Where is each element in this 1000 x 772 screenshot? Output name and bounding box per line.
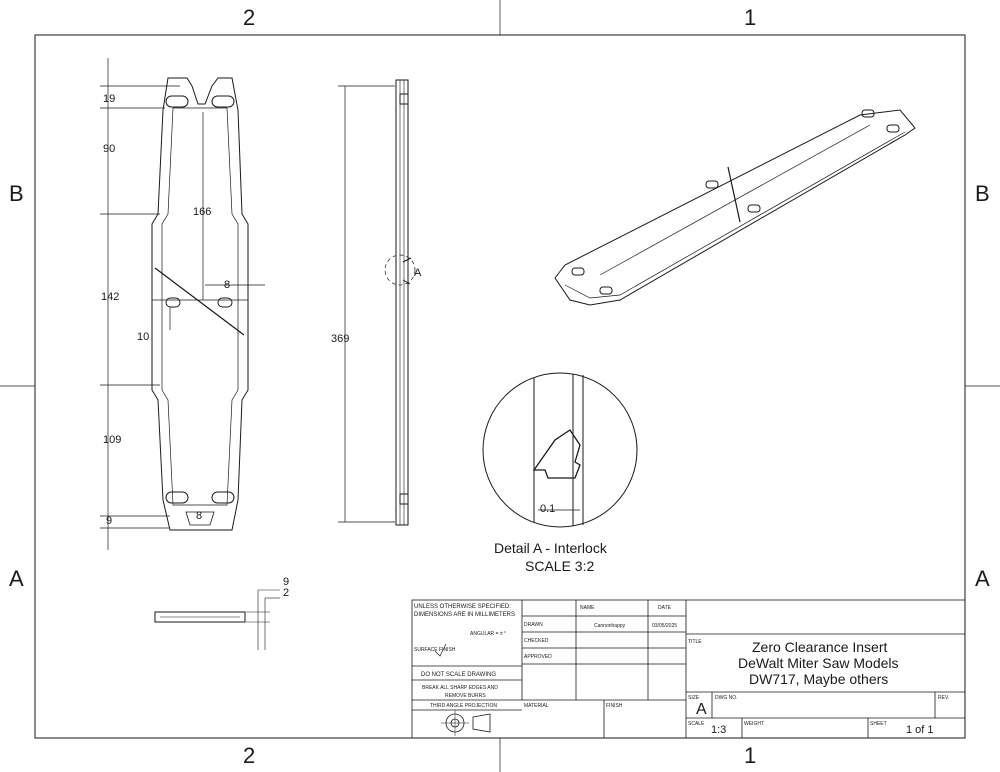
tb-rev-label: REV. — [938, 695, 949, 701]
dim-109: 109 — [103, 434, 121, 446]
tb-surface-finish: SURFACE FINISH — [414, 647, 456, 653]
tb-do-not-scale: DO NOT SCALE DRAWING — [421, 672, 496, 678]
dim-9-bottom: 9 — [106, 515, 112, 527]
title-block — [411, 599, 966, 739]
tb-checked: CHECKED — [524, 638, 549, 644]
tb-name-header: NAME — [580, 605, 595, 611]
dim-90: 90 — [103, 143, 115, 155]
dim-8-top: 8 — [224, 279, 230, 291]
isometric-view — [554, 109, 916, 306]
zone-label-top-1: 1 — [744, 5, 756, 30]
tb-title-line-3: DW717, Maybe others — [749, 671, 888, 687]
tb-scale-value: 1:3 — [711, 724, 726, 736]
top-view — [151, 77, 249, 531]
tb-finish: FINISH — [606, 703, 623, 709]
dim-9-edge: 9 — [283, 576, 289, 588]
zone-label-left-b: B — [9, 181, 24, 206]
tb-sheet-value: 1 of 1 — [906, 724, 934, 736]
tb-date-header: DATE — [658, 605, 672, 611]
tb-size-value: A — [696, 701, 707, 718]
tb-weight-label: WEIGHT — [744, 721, 764, 727]
tb-title-label: TITLE — [688, 639, 702, 645]
side-view — [384, 79, 416, 526]
tb-title-line-1: Zero Clearance Insert — [752, 639, 888, 655]
edge-view — [154, 589, 280, 650]
tb-drawn-name: Cannonhappy — [594, 623, 626, 629]
tb-scale-label: SCALE — [688, 721, 705, 727]
detail-a-scale: SCALE 3:2 — [525, 558, 594, 574]
zone-label-bottom-2: 2 — [243, 743, 255, 768]
dim-2-edge: 2 — [283, 587, 289, 599]
tb-drawn: DRAWN — [524, 622, 543, 628]
detail-marker-a: A — [414, 267, 422, 279]
dim-166: 166 — [193, 206, 211, 218]
tb-third-angle: THIRD ANGLE PROJECTION — [430, 703, 497, 709]
dim-369: 369 — [331, 333, 349, 345]
zone-label-right-a: A — [975, 566, 990, 591]
tb-sheet-label: SHEET — [870, 721, 887, 727]
side-view-dimension — [338, 85, 395, 523]
dim-0-1: 0.1 — [540, 503, 555, 515]
tb-break-edges-2: REMOVE BURRS — [445, 693, 486, 699]
zone-label-bottom-1: 1 — [744, 743, 756, 768]
detail-a-title: Detail A - Interlock — [494, 540, 608, 556]
zone-label-left-a: A — [9, 566, 24, 591]
tb-title-line-2: DeWalt Miter Saw Models — [738, 655, 899, 671]
top-view-dimensions — [100, 58, 265, 550]
dim-8-bottom: 8 — [196, 510, 202, 522]
zone-label-right-b: B — [975, 181, 990, 206]
zone-label-top-2: 2 — [243, 5, 255, 30]
tb-approved: APPROVED — [524, 654, 552, 660]
tb-dwg-no-label: DWG NO. — [715, 695, 738, 701]
dim-19: 19 — [103, 93, 115, 105]
tb-drawn-date: 03/05/2025 — [652, 623, 677, 629]
dim-10: 10 — [137, 331, 149, 343]
tb-dims-mm: DIMENSIONS ARE IN MILLIMETERS — [414, 612, 515, 618]
dim-142: 142 — [101, 291, 119, 303]
tb-material: MATERIAL — [524, 703, 549, 709]
tb-break-edges-1: BREAK ALL SHARP EDGES AND — [422, 685, 498, 691]
tb-size-label: SIZE — [688, 695, 700, 701]
tb-unless: UNLESS OTHERWISE SPECIFIED: — [414, 604, 511, 610]
detail-a-view — [482, 372, 638, 528]
tb-angular: ANGULAR = ± ° — [470, 631, 506, 637]
